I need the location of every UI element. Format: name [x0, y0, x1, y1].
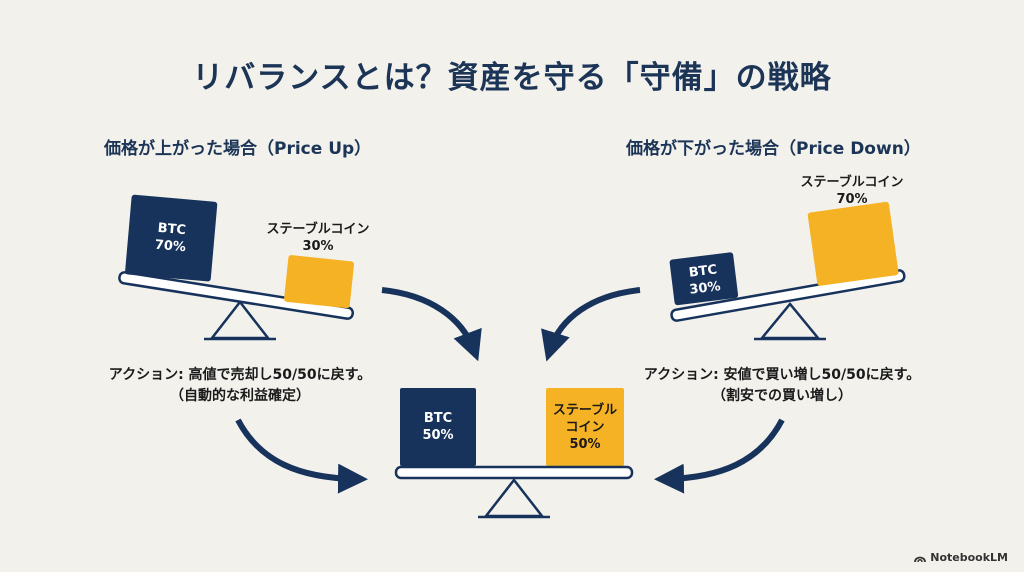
price-down-action-line2: （割安での買い増し） [712, 388, 852, 404]
right-stable-caption: ステーブルコイン 70% [782, 174, 922, 208]
arrow-right-action [654, 418, 785, 494]
price-up-action: アクション: 高値で売却し50/50に戻す。 （自動的な利益確定） [90, 365, 390, 407]
left-btc-box [125, 194, 218, 282]
right-beam [670, 269, 906, 322]
brand-watermark: NotebookLM [914, 551, 1008, 564]
price-up-action-line1: アクション: 高値で売却し50/50に戻す。 [108, 367, 372, 383]
center-btc-pct: 50% [422, 428, 454, 443]
page-title: リバランスとは？資産を守る「守備」の戦略 [192, 60, 832, 96]
center-btc-label: BTC 50% [400, 410, 476, 444]
center-fulcrum [483, 477, 545, 518]
arrow-down-to-center [541, 287, 641, 362]
right-btc-box [669, 252, 739, 306]
left-beam [118, 271, 355, 320]
left-stable-box [284, 255, 355, 309]
left-fulcrum [209, 299, 271, 340]
center-btc-box [400, 388, 476, 466]
price-down-action-line1: アクション: 安値で買い増し50/50に戻す。 [643, 367, 921, 383]
price-down-action: アクション: 安値で買い増し50/50に戻す。 （割安での買い増し） [632, 365, 932, 407]
price-up-action-line2: （自動的な利益確定） [170, 388, 310, 404]
center-stable-pct: 50% [569, 437, 601, 452]
notebooklm-logo-icon [914, 556, 927, 562]
center-stable-label: ステーブル コイン 50% [546, 402, 624, 453]
center-stable-line1: ステーブル [552, 403, 618, 418]
right-stable-name: ステーブルコイン [800, 175, 904, 190]
center-stable-line2: コイン [565, 420, 605, 435]
arrow-up-to-center [381, 287, 482, 362]
center-btc-name: BTC [423, 411, 453, 426]
brand-label: NotebookLM [930, 551, 1008, 564]
left-stable-name: ステーブルコイン [266, 222, 370, 237]
price-down-heading: 価格が下がった場合（Price Down） [626, 139, 921, 159]
center-seesaw [394, 388, 634, 519]
right-stable-box [807, 201, 899, 286]
center-stable-box [546, 388, 624, 466]
left-stable-pct: 30% [302, 239, 334, 254]
left-seesaw [118, 194, 355, 341]
price-up-heading: 価格が上がった場合（Price Up） [104, 139, 372, 159]
left-stable-caption: ステーブルコイン 30% [248, 221, 388, 255]
right-stable-pct: 70% [836, 192, 868, 207]
center-beam [394, 465, 634, 480]
arrow-left-action [235, 418, 368, 494]
right-seesaw [669, 201, 906, 341]
right-fulcrum [759, 302, 821, 340]
